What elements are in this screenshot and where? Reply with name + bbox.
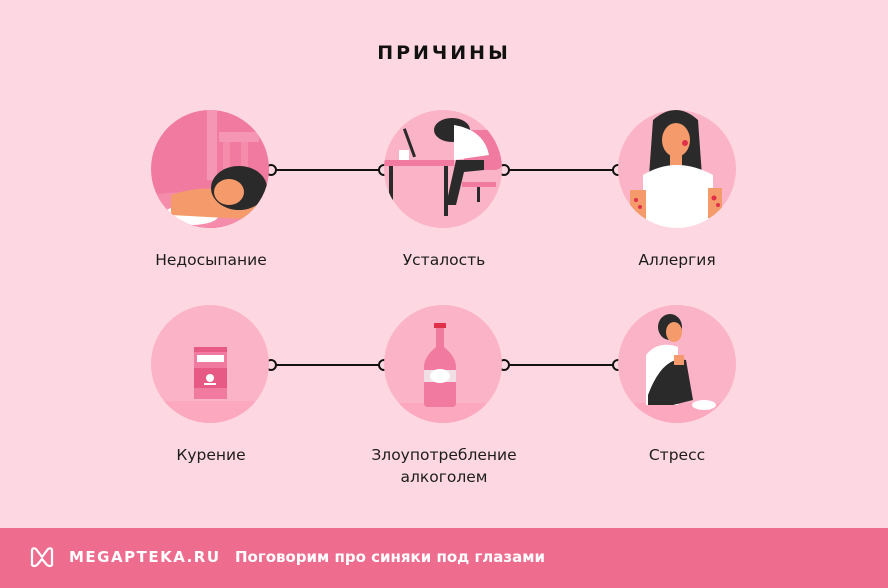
cause-allergy-image: [618, 110, 736, 228]
sleeping-woman-icon: [151, 110, 267, 228]
tired-woman-at-desk-icon: [384, 118, 502, 216]
stressed-person-icon: [618, 314, 736, 423]
cause-fatigue-image: [384, 110, 502, 228]
cause-label: Недосыпание: [155, 251, 267, 269]
page-title: ПРИЧИНЫ: [377, 42, 511, 64]
brand-name: MEGAPTEKA.RU: [69, 548, 221, 566]
cause-smoking-image: [151, 305, 269, 423]
cause-label: Аллергия: [638, 251, 716, 269]
connector-line: [504, 169, 618, 171]
cause-alcohol-image: [384, 305, 502, 423]
cause-stress-image: [618, 305, 736, 423]
cause-sleep-deprivation-image: [151, 110, 269, 228]
connector-line: [270, 364, 384, 366]
connector-line: [504, 364, 618, 366]
bottle-icon: [384, 323, 502, 423]
megapteka-logo-icon: [30, 547, 54, 568]
cause-label: Злоупотребление алкоголем: [371, 446, 517, 486]
footer-tagline: Поговорим про синяки под глазами: [235, 548, 546, 566]
cigarette-pack-icon: [151, 347, 269, 423]
allergy-woman-icon: [630, 110, 722, 228]
cause-label: Стресс: [648, 446, 706, 464]
cause-label: Курение: [176, 446, 246, 464]
connector-line: [270, 169, 384, 171]
cause-label: Усталость: [402, 251, 486, 269]
footer-bar: MEGAPTEKA.RU Поговорим про синяки под гл…: [0, 528, 888, 588]
